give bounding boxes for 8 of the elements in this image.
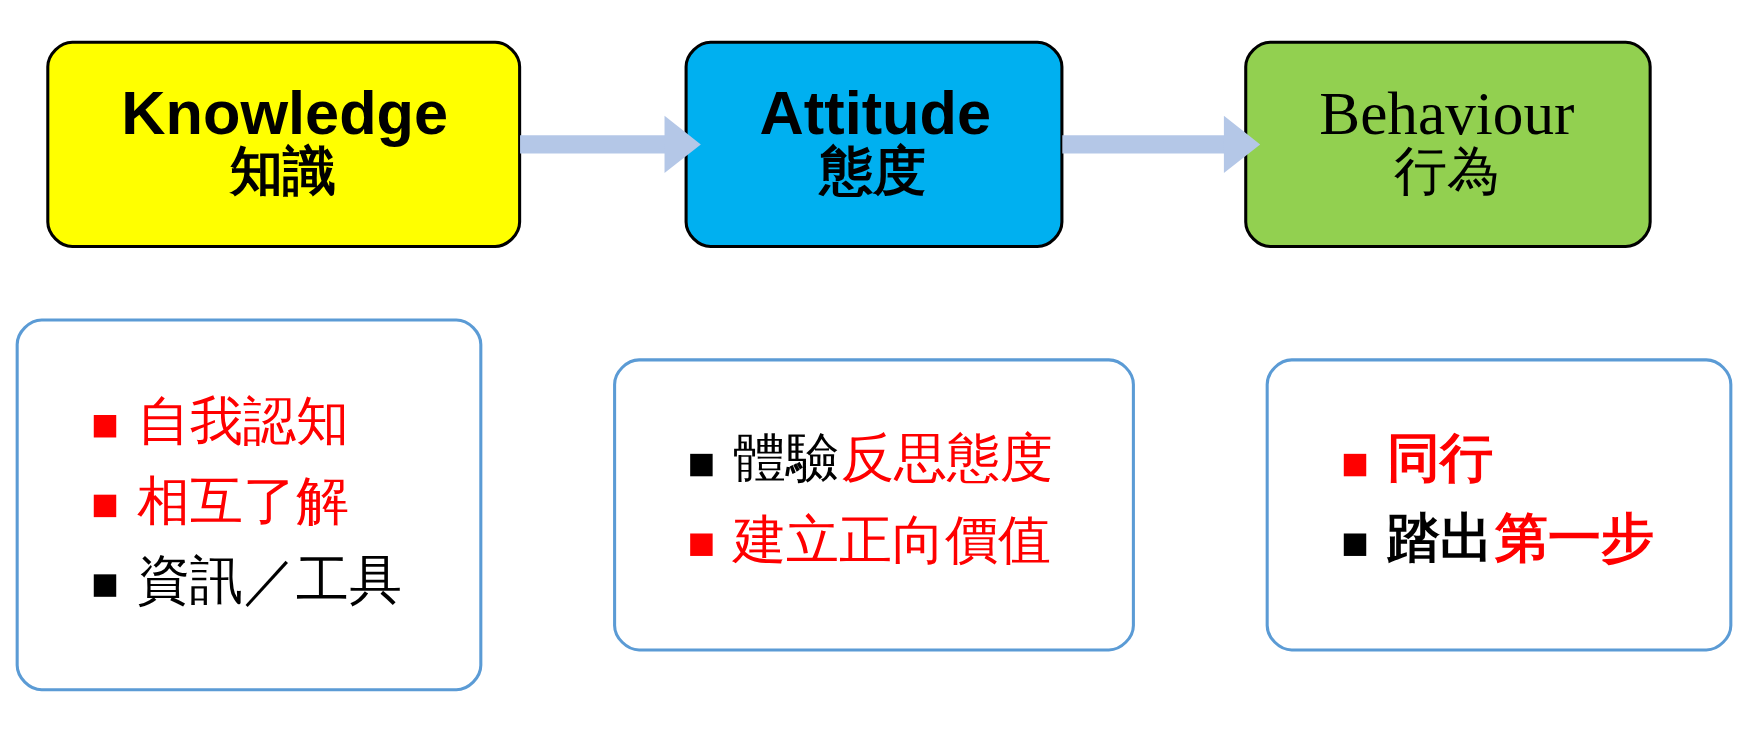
- node-box: 體驗反思態度 建立正向價值: [612, 357, 1135, 651]
- arrow: [1061, 115, 1260, 173]
- node-box: 自我認知 相互了解 資訊／工具: [15, 318, 482, 691]
- node-box: Behaviour 行為: [1243, 40, 1652, 248]
- arrow: [519, 115, 701, 173]
- node-box: 同行 踏出第一步: [1265, 357, 1732, 651]
- node-box: Attitude 態度: [684, 40, 1063, 248]
- node-box: Knowledge 知識: [45, 40, 521, 248]
